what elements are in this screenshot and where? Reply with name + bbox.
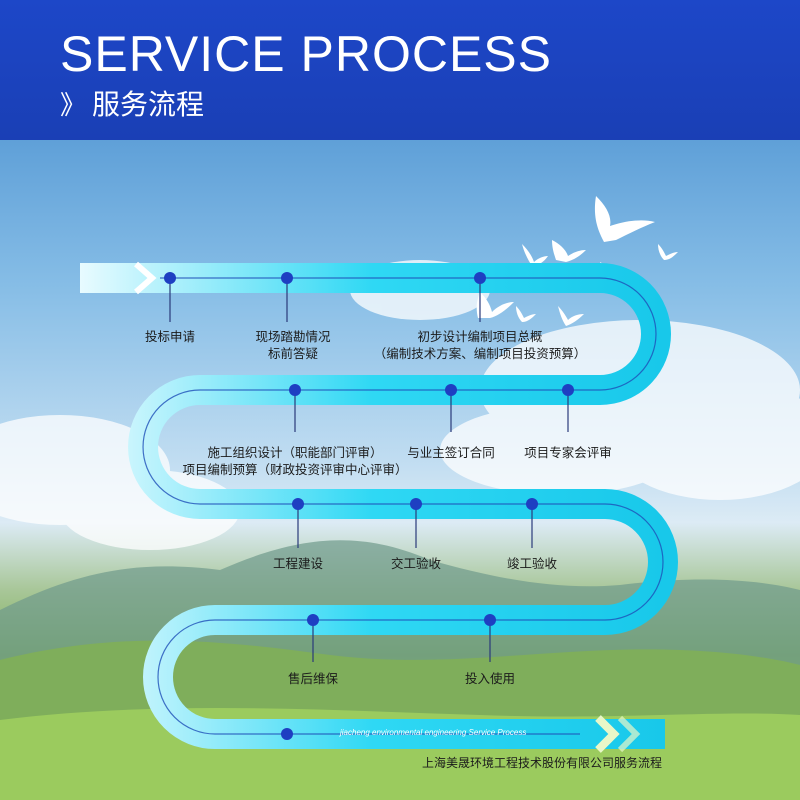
process-node [164, 272, 176, 284]
dove-icon [558, 306, 584, 326]
company-caption: 上海美晟环境工程技术股份有限公司服务流程 [421, 756, 662, 770]
dove-icon [516, 306, 536, 322]
stage-label-line: 初步设计编制项目总概 [417, 329, 543, 344]
dove-icon [522, 244, 548, 266]
dove-icon-large [594, 196, 655, 242]
stage-label-construction-design: 施工组织设计（职能部门评审） 项目编制预算（财政投资评审中心评审） [182, 444, 407, 478]
header-banner: SERVICE PROCESS 》服务流程 [0, 0, 800, 140]
stage-label-completion-acceptance: 竣工验收 [506, 556, 558, 571]
stage-label-line: 项目编制预算（财政投资评审中心评审） [182, 462, 408, 477]
stage-label-line: 标前答疑 [267, 346, 319, 361]
process-node [484, 614, 496, 626]
stage-label-put-into-use: 投入使用 [464, 671, 516, 686]
page-title-english: SERVICE PROCESS [60, 26, 553, 82]
process-node [474, 272, 486, 284]
end-arrow-icon [617, 715, 641, 753]
stage-label-handover-acceptance: 交工验收 [390, 556, 442, 571]
process-node [445, 384, 457, 396]
stage-label-expert-review: 项目专家会评审 [524, 445, 612, 460]
process-node [289, 384, 301, 396]
process-node [292, 498, 304, 510]
process-node [562, 384, 574, 396]
stage-label-bid-application: 投标申请 [144, 329, 196, 344]
dove-icon [552, 240, 586, 262]
stage-label-line: 施工组织设计（职能部门评审） [207, 445, 383, 460]
process-node [307, 614, 319, 626]
path-caption: jiacheng environmental engineering Servi… [340, 728, 527, 737]
page-title-chinese-text: 服务流程 [92, 88, 205, 121]
page-title-chinese: 》服务流程 [60, 88, 204, 123]
chevron-icon: 》 [60, 91, 87, 121]
process-node [410, 498, 422, 510]
process-path-centerline [142, 277, 664, 735]
dove-icon [476, 292, 514, 318]
stage-label-after-sales: 售后维保 [287, 671, 339, 686]
process-node [281, 728, 293, 740]
stage-label-construction: 工程建设 [272, 556, 324, 571]
start-arrow-icon [134, 261, 157, 295]
stage-label-preliminary-design: 初步设计编制项目总概 （编制技术方案、编制项目投资预算） [374, 328, 587, 362]
stage-label-site-survey: 现场踏勘情况 标前答疑 [255, 328, 330, 362]
stage-label-sign-contract: 与业主签订合同 [407, 445, 495, 460]
dove-icon [658, 244, 678, 260]
end-arrow-icon [595, 715, 620, 753]
process-node [526, 498, 538, 510]
process-node [281, 272, 293, 284]
stage-label-line: （编制技术方案、编制项目投资预算） [373, 346, 587, 361]
stage-label-line: 现场踏勘情况 [255, 329, 331, 344]
